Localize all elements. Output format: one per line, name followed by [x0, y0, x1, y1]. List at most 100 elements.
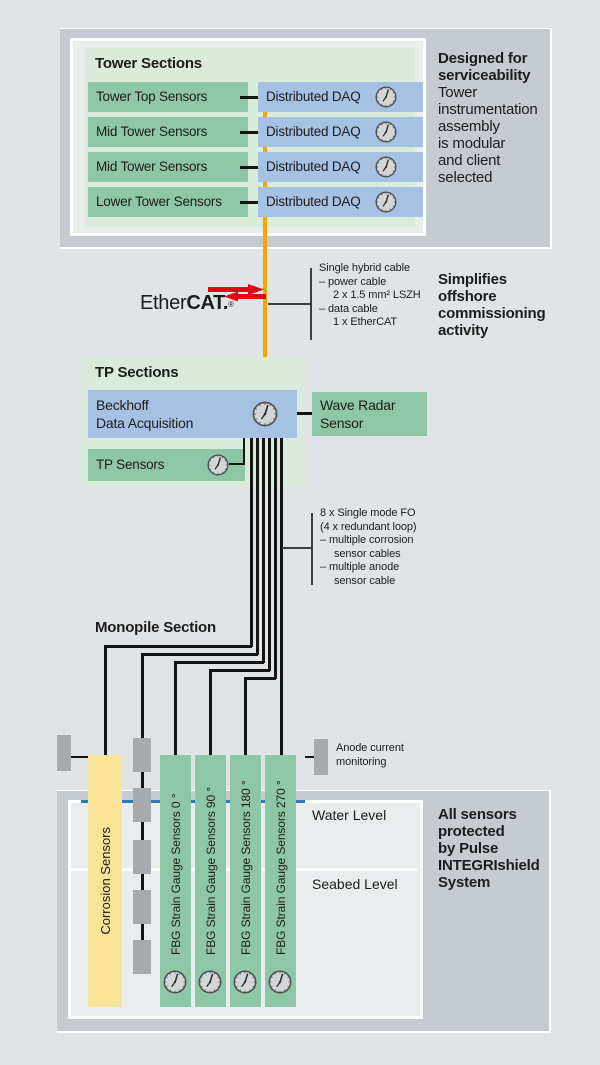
- callout-line: Anode current: [336, 742, 404, 754]
- seabed-level-label: Seabed Level: [312, 876, 398, 892]
- note-line: Simplifies: [438, 271, 507, 288]
- daq-chain-cable: [263, 110, 267, 117]
- wave-radar-line2: Sensor: [320, 415, 364, 431]
- connector-line: [240, 201, 258, 204]
- anode-block: [314, 739, 328, 775]
- daq-chain-cable: [263, 145, 267, 152]
- corrosion-sensors-bar: Corrosion Sensors: [88, 755, 122, 1007]
- callout-line: 2 x 1.5 mm² LSZH: [333, 289, 421, 301]
- clock-icon: [252, 401, 278, 427]
- callout-line: monitoring: [336, 755, 387, 768]
- anode-block: [133, 738, 151, 772]
- callout-line: (4 x redundant loop): [320, 520, 417, 533]
- connector-line: [240, 166, 258, 169]
- anode-lead-line: [305, 756, 314, 758]
- note-line: Tower: [438, 84, 478, 101]
- water-level-line: [81, 800, 305, 803]
- anode-block: [57, 735, 71, 771]
- ethercat-logo: EtherCAT.®: [140, 292, 234, 315]
- connector-line: [297, 412, 312, 415]
- fo-cable: [104, 645, 107, 760]
- note-line: selected: [438, 169, 493, 186]
- note-line: INTEGRIshield: [438, 857, 540, 874]
- daq-box: Distributed DAQ: [258, 187, 423, 217]
- clock-icon: [375, 86, 397, 108]
- fbg-label-90: FBG Strain Gauge Sensors 90 °: [203, 787, 218, 955]
- clock-icon: [375, 191, 397, 213]
- clock-icon: [268, 970, 292, 994]
- callout-line: sensor cable: [334, 574, 396, 587]
- note-line: serviceability: [438, 67, 531, 84]
- note-line: commissioning: [438, 305, 546, 322]
- note-line: is modular: [438, 135, 506, 152]
- anode-monitoring-note: Anode current monitoring: [336, 742, 404, 769]
- beckhoff-label-line2: Data Acquisition: [96, 415, 194, 431]
- clock-icon: [233, 970, 257, 994]
- anode-block: [133, 788, 151, 822]
- note-line: protected: [438, 823, 505, 840]
- note-line: System: [438, 874, 491, 891]
- callout-bracket: [311, 513, 313, 585]
- monopile-title: Monopile Section: [95, 619, 216, 636]
- callout-leader-line: [268, 303, 311, 305]
- fbg-label-0: FBG Strain Gauge Sensors 0 °: [168, 793, 183, 955]
- fo-cable: [268, 438, 271, 671]
- note-line: by Pulse: [438, 840, 499, 857]
- fbg-column-270: FBG Strain Gauge Sensors 270 °: [265, 755, 296, 1007]
- note-line: and client: [438, 152, 501, 169]
- callout-line: – multiple anode: [320, 561, 400, 573]
- clock-icon: [375, 156, 397, 178]
- note-line: activity: [438, 322, 489, 339]
- note-line: Designed for: [438, 50, 528, 67]
- sensor-box: Lower Tower Sensors: [88, 187, 248, 217]
- daq-chain-cable: [263, 180, 267, 187]
- protection-note: All sensors protected by Pulse INTEGRIsh…: [438, 806, 548, 891]
- water-level-label: Water Level: [312, 807, 387, 823]
- note-line: assembly: [438, 118, 500, 135]
- hybrid-cable: [263, 215, 267, 391]
- fo-cable: [174, 661, 177, 760]
- anode-block: [133, 890, 151, 924]
- callout-line: 8 x Single mode FO: [320, 507, 416, 519]
- corrosion-sensors-label: Corrosion Sensors: [97, 827, 113, 935]
- tp-sensor-cable: [229, 463, 245, 465]
- anode-block: [133, 940, 151, 974]
- callout-line: sensor cables: [334, 547, 401, 560]
- fbg-column-0: FBG Strain Gauge Sensors 0 °: [160, 755, 191, 1007]
- clock-icon: [163, 970, 187, 994]
- fbg-column-180: FBG Strain Gauge Sensors 180 °: [230, 755, 261, 1007]
- ethercat-text-bold: CAT.: [186, 292, 229, 314]
- fo-cable: [280, 438, 283, 760]
- tp-sensor-cable: [243, 438, 245, 465]
- anode-lead-line: [71, 756, 89, 758]
- sensor-box: Mid Tower Sensors: [88, 152, 248, 182]
- callout-line: – data cable: [319, 302, 378, 315]
- hybrid-cable-callout: Single hybrid cable – power cable 2 x 1.…: [319, 262, 421, 330]
- serviceability-note: Designed for serviceability Tower instru…: [438, 50, 546, 186]
- connector-line: [240, 96, 258, 99]
- clock-icon: [198, 970, 222, 994]
- connector-line: [240, 131, 258, 134]
- callout-line: – power cable: [319, 275, 387, 288]
- fo-cable: [244, 677, 247, 760]
- daq-box: Distributed DAQ: [258, 117, 423, 147]
- anode-block: [133, 840, 151, 874]
- fo-cable: [274, 438, 277, 679]
- clock-icon: [375, 121, 397, 143]
- fo-cable: [174, 661, 264, 664]
- fo-cable: [141, 653, 258, 656]
- sensor-box: Tower Top Sensors: [88, 82, 248, 112]
- fo-cable: [244, 677, 276, 680]
- simplifies-note: Simplifies offshore commissioning activi…: [438, 271, 548, 339]
- tower-sections-title: Tower Sections: [95, 55, 202, 72]
- fo-cable: [104, 645, 252, 648]
- tp-sections-title: TP Sections: [95, 364, 179, 381]
- beckhoff-label-line1: Beckhoff: [96, 397, 149, 413]
- registered-mark: ®: [228, 300, 234, 309]
- fo-cable: [209, 669, 270, 672]
- callout-line: Single hybrid cable: [319, 262, 411, 274]
- note-line: All sensors: [438, 806, 517, 823]
- ethercat-text-regular: Ether: [140, 292, 187, 314]
- ethercat-arrows-icon: [208, 284, 266, 302]
